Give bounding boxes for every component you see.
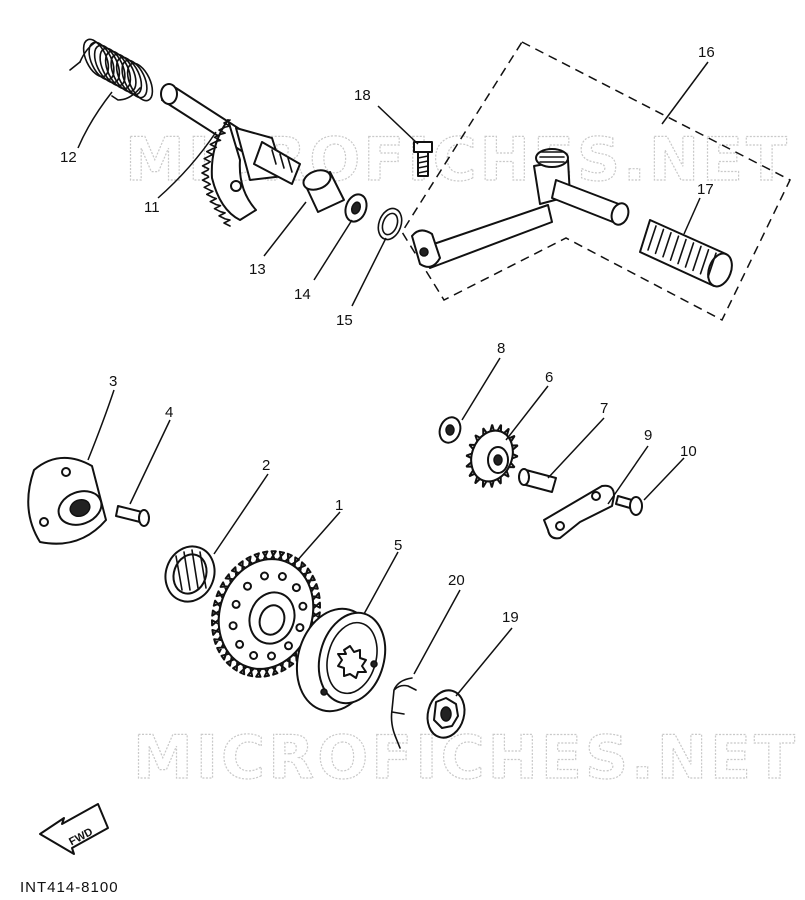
part-15-circlip[interactable] <box>374 205 406 243</box>
part-12-kick-spring[interactable] <box>69 36 158 105</box>
part-11-kick-axle[interactable] <box>160 83 301 227</box>
part-18-bolt[interactable] <box>413 141 433 177</box>
part-19-ratchet-pinion[interactable] <box>422 686 469 742</box>
callout-10: 10 <box>680 443 697 460</box>
leader-lines <box>77 61 709 697</box>
callout-19: 19 <box>502 609 519 626</box>
part-5-ratchet-drum[interactable] <box>286 600 395 720</box>
part-2-needle-bearing[interactable] <box>158 539 222 608</box>
part-14-washer[interactable] <box>342 191 370 224</box>
watermark-bottom: MICROFICHES.NET <box>133 723 798 793</box>
callout-14: 14 <box>294 286 311 303</box>
callout-1: 1 <box>335 497 343 514</box>
part-1-kick-gear[interactable] <box>204 546 329 683</box>
callout-13: 13 <box>249 261 266 278</box>
part-6-idle-gear[interactable] <box>464 424 519 488</box>
callout-8: 8 <box>497 340 505 357</box>
part-3-plate[interactable] <box>27 456 107 545</box>
callout-9: 9 <box>644 427 652 444</box>
part-17-pedal-rubber[interactable] <box>639 219 736 290</box>
callout-4: 4 <box>165 404 173 421</box>
callout-17: 17 <box>697 181 714 198</box>
part-13-collar[interactable] <box>301 167 345 213</box>
callout-15: 15 <box>336 312 353 329</box>
fwd-arrow-icon: FWD <box>39 803 109 855</box>
part-20-spring-clip[interactable] <box>390 677 417 749</box>
callout-3: 3 <box>109 373 117 390</box>
callout-6: 6 <box>545 369 553 386</box>
part-10-screw[interactable] <box>615 495 643 516</box>
callout-5: 5 <box>394 537 402 554</box>
part-9-stopper-plate[interactable] <box>543 484 615 540</box>
callout-20: 20 <box>448 572 465 589</box>
callout-7: 7 <box>600 400 608 417</box>
callout-16: 16 <box>698 44 715 61</box>
diagram-code: INT414-8100 <box>20 879 119 896</box>
part-7-idle-shaft[interactable] <box>518 468 557 493</box>
callout-11: 11 <box>144 199 160 216</box>
callout-12: 12 <box>60 149 77 166</box>
part-4-screw[interactable] <box>115 505 150 527</box>
part-8-washer[interactable] <box>436 414 464 445</box>
callout-18: 18 <box>354 87 371 104</box>
part-16-kick-crank-assembly[interactable] <box>401 41 791 322</box>
callout-numbers: 1 2 3 4 5 6 7 8 9 10 11 12 13 14 15 16 1… <box>60 44 715 626</box>
callout-2: 2 <box>262 457 270 474</box>
